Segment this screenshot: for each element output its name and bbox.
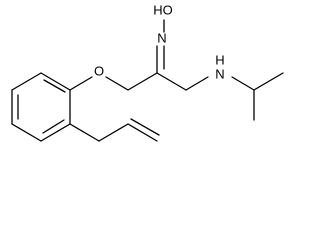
- benzene-ring: [11, 72, 71, 142]
- bond-ch-ch2-double-b: [130, 118, 160, 136]
- bond-nh-ch: [231, 76, 255, 91]
- bond-ring-6: [11, 72, 42, 91]
- bond-c-ch2: [156, 72, 187, 91]
- bond-ch-ch2-double-a: [127, 123, 158, 142]
- bond-ch-ch3-a: [253, 72, 284, 91]
- bond-ring-1: [40, 72, 71, 91]
- bond-ch2-c: [127, 72, 158, 91]
- hydroxyl-label: HO: [153, 2, 173, 17]
- oxime-nitrogen-label: N: [157, 30, 166, 45]
- amine-hydrogen-label: H: [215, 52, 224, 67]
- structure-diagram: HO N O H N: [11, 2, 284, 142]
- isopropyl-group: [231, 72, 284, 121]
- amine-nitrogen-label: N: [215, 66, 224, 81]
- bond-ring-inner-1: [43, 79, 66, 93]
- bond-ring-inner-2: [42, 119, 65, 134]
- bond-ch2-ch: [98, 123, 129, 142]
- bond-ch2-nh: [185, 76, 209, 91]
- backbone: [69, 19, 209, 91]
- bond-ring-4: [11, 123, 42, 142]
- bond-o-ch2: [105, 76, 129, 91]
- bond-ring-ch2: [69, 123, 100, 142]
- ether-oxygen-label: O: [94, 63, 104, 78]
- bond-ring-o: [69, 76, 93, 91]
- allyl-chain: [69, 118, 160, 142]
- bond-ring-3: [40, 123, 71, 142]
